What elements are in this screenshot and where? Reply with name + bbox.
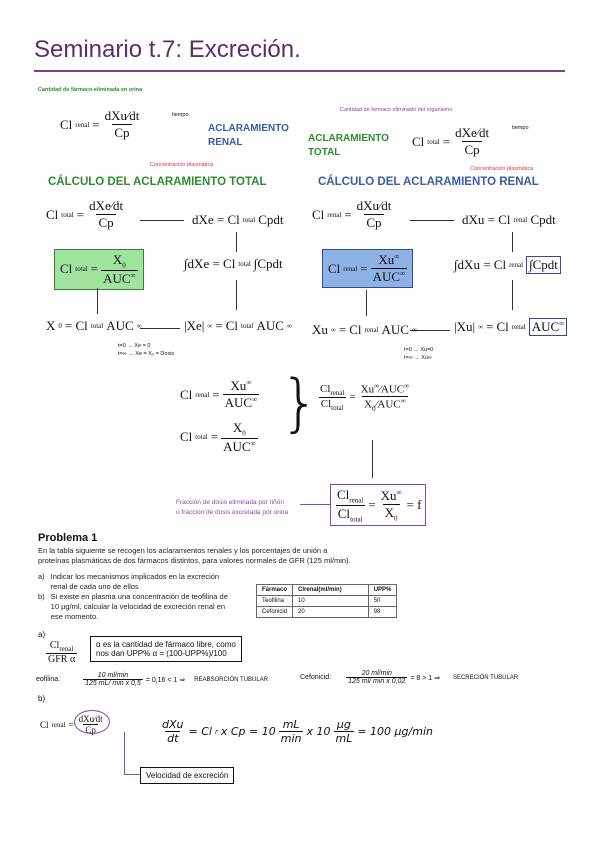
renal-label-conc: Concentración plasmática	[150, 162, 214, 168]
total-tiempo: tiempo	[512, 125, 529, 131]
arrow-10	[366, 290, 367, 316]
calc-total-heading: CÁLCULO DEL ACLARAMIENTO TOTAL	[48, 176, 267, 188]
arrow-3	[236, 280, 237, 310]
total-label-conc: Concentración plasmática	[470, 166, 534, 172]
arrow-4	[140, 328, 180, 329]
problem-questions: a)Indicar los mecanismos implicados en l…	[38, 572, 228, 621]
page-title: Seminario t.7: Excreción.	[34, 36, 301, 63]
arrow-12	[300, 504, 330, 505]
title-divider	[34, 70, 565, 72]
answer-a-label: a)	[38, 630, 46, 639]
arrow-vel-v	[124, 732, 125, 774]
arrow-vel-h	[124, 774, 140, 775]
problem-intro: En la tabla siguiente se recogen los acl…	[38, 546, 351, 565]
renal-label-top: Cantidad de fármaco eliminada en orina	[38, 87, 143, 93]
answer-b-label: b)	[38, 694, 46, 703]
problem-title: Problema 1	[38, 532, 98, 544]
calc-renal-heading: CÁLCULO DEL ACLARAMIENTO RENAL	[318, 176, 539, 188]
arrow-8	[512, 280, 513, 310]
highlight-circle	[74, 710, 110, 734]
brace: }	[280, 366, 320, 439]
arrow-5	[97, 288, 98, 314]
arrow-6	[410, 220, 454, 221]
arrow-11	[372, 440, 373, 478]
arrow-2	[236, 232, 237, 252]
arrow-9	[410, 330, 450, 331]
arrow-7	[512, 232, 513, 252]
renal-tiempo: tiempo	[172, 112, 189, 118]
arrow-1	[140, 220, 184, 221]
velocidad-box: Velocidad de excreción	[140, 767, 235, 784]
total-label-top: Cantidad de fármaco eliminado del organi…	[340, 107, 453, 113]
